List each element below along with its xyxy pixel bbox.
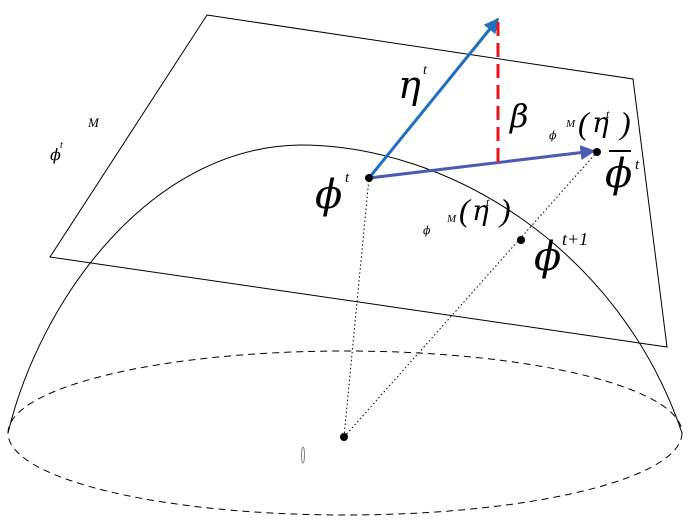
point-phi-bar [593,148,601,156]
origin-mark [301,446,305,464]
label-exp-bar-close: ) [618,105,631,141]
label-phi-bar: ϕ [605,151,632,197]
label-exp-next-close: ) [498,192,511,228]
label-phi-t-sup: t [345,170,350,186]
radius-line-to-phi-t [343,177,370,438]
label-exp-bar-sup: t [606,107,610,121]
label-exp-next-sub: ϕ [423,224,431,237]
label-phi-next: ϕ [534,234,561,280]
point-origin [340,433,348,441]
label-exp-next-sup: t [486,195,490,209]
label-exp-bar-eta: η [592,106,609,139]
label-exp-next-eta: η [472,194,489,227]
manifold-surface [7,144,683,434]
label-phi-bar-sup: t [635,157,640,173]
eta-arrow [367,17,500,179]
point-phi-next [517,236,525,244]
manifold-base-ellipse [7,350,683,516]
tangent-plane [49,14,668,348]
label-eta-sup: t [423,63,428,78]
point-phi-t [365,174,373,182]
label-exp-next-M: M [446,213,457,225]
label-exp-bar-open: ( [578,105,591,141]
label-eta: η [398,63,421,107]
radius-line-to-phi-bar [343,151,598,438]
label-exp-bar-M: M [565,118,576,130]
label-tangent-M: M [87,115,100,130]
label-beta: β [509,97,529,135]
label-exp-next-open: ( [459,192,472,228]
label-tangent-phi-sup: t [60,140,63,151]
projection-arrow [368,145,596,180]
label-exp-bar-sub: ϕ [549,129,557,142]
label-phi-t: ϕ [315,172,342,218]
label-tangent-phi: ϕ [50,145,61,164]
label-phi-next-sup: t+1 [562,229,588,249]
